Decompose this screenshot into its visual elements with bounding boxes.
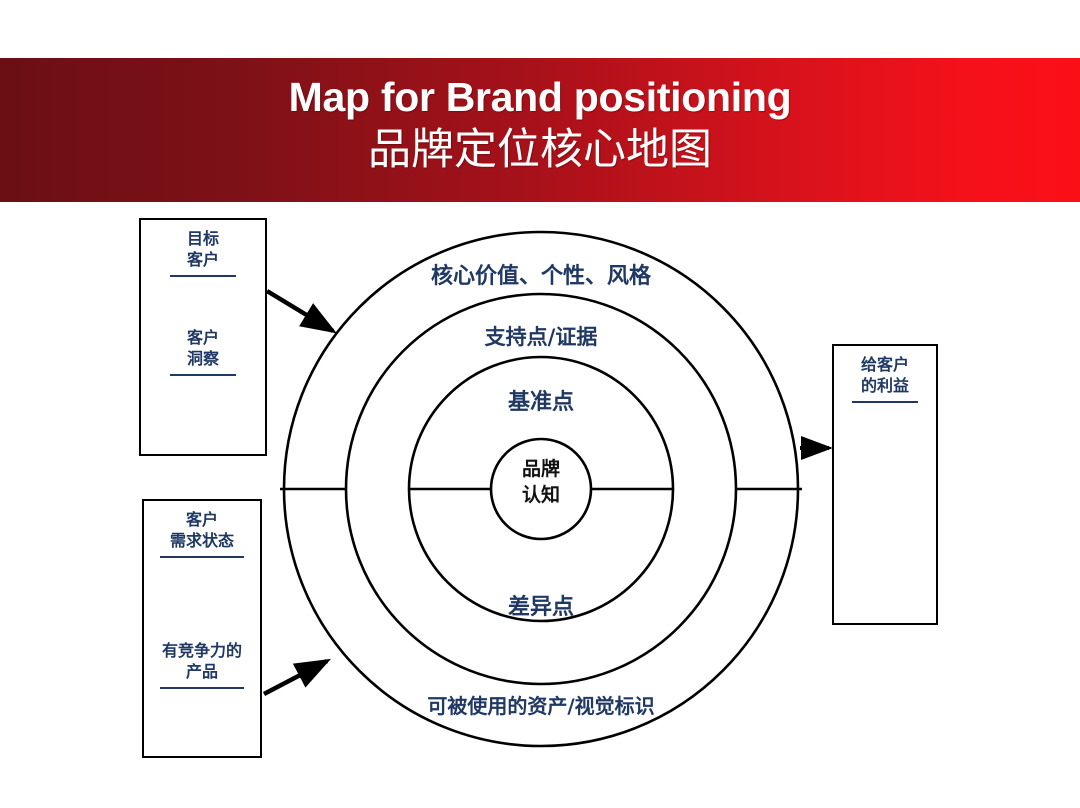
ring-label-assets: 可被使用的资产/视觉标识 — [427, 694, 655, 718]
ring-label-benchmark: 基准点 — [507, 389, 574, 415]
ring-label-support: 支持点/证据 — [484, 324, 598, 349]
entry-customer-insight-line1: 客户 — [186, 328, 219, 347]
entry-target-customer: 目标 客户 — [141, 228, 265, 277]
header-band: Map for Brand positioning 品牌定位核心地图 — [0, 58, 1080, 202]
box-customer-need[interactable]: 客户 需求状态 有竞争力的 产品 — [142, 499, 262, 758]
center-brand-awareness-label: 品牌 认知 — [466, 456, 616, 508]
entry-target-customer-line1: 目标 — [186, 229, 219, 248]
entry-customer-benefit-line1: 给客户 — [860, 355, 909, 374]
arrow-competitive-product-to-rings — [262, 658, 331, 696]
entry-customer-need-state: 客户 需求状态 — [144, 509, 260, 558]
entry-competitive-product-line2: 产品 — [185, 662, 218, 681]
entry-need-state-line2: 需求状态 — [169, 531, 234, 550]
page-title-english: Map for Brand positioning — [288, 74, 792, 120]
entry-target-customer-line2: 客户 — [186, 250, 219, 269]
underline-rule — [170, 374, 236, 376]
box-target-customer[interactable]: 目标 客户 客户 洞察 — [139, 218, 267, 456]
entry-customer-insight-line2: 洞察 — [186, 349, 219, 368]
underline-rule — [852, 401, 918, 403]
underline-rule — [160, 556, 244, 558]
entry-customer-benefit-line2: 的利益 — [860, 376, 909, 395]
center-label-line1: 品牌 — [521, 458, 560, 480]
ring-label-core-value: 核心价值、个性、风格 — [430, 263, 651, 289]
underline-rule — [170, 275, 236, 277]
page-title-chinese: 品牌定位核心地图 — [368, 125, 712, 175]
box-customer-benefit[interactable]: 给客户 的利益 — [832, 344, 938, 625]
underline-rule — [160, 687, 244, 689]
entry-competitive-product-line1: 有竞争力的 — [161, 641, 242, 660]
entry-customer-benefit: 给客户 的利益 — [834, 354, 936, 403]
entry-need-state-line1: 客户 — [185, 510, 218, 529]
center-label-line2: 认知 — [521, 484, 560, 506]
arrow-target-customer-to-rings — [265, 289, 337, 334]
entry-customer-insight: 客户 洞察 — [141, 327, 265, 376]
entry-competitive-product: 有竞争力的 产品 — [144, 640, 260, 689]
ring-label-difference: 差异点 — [507, 594, 574, 620]
